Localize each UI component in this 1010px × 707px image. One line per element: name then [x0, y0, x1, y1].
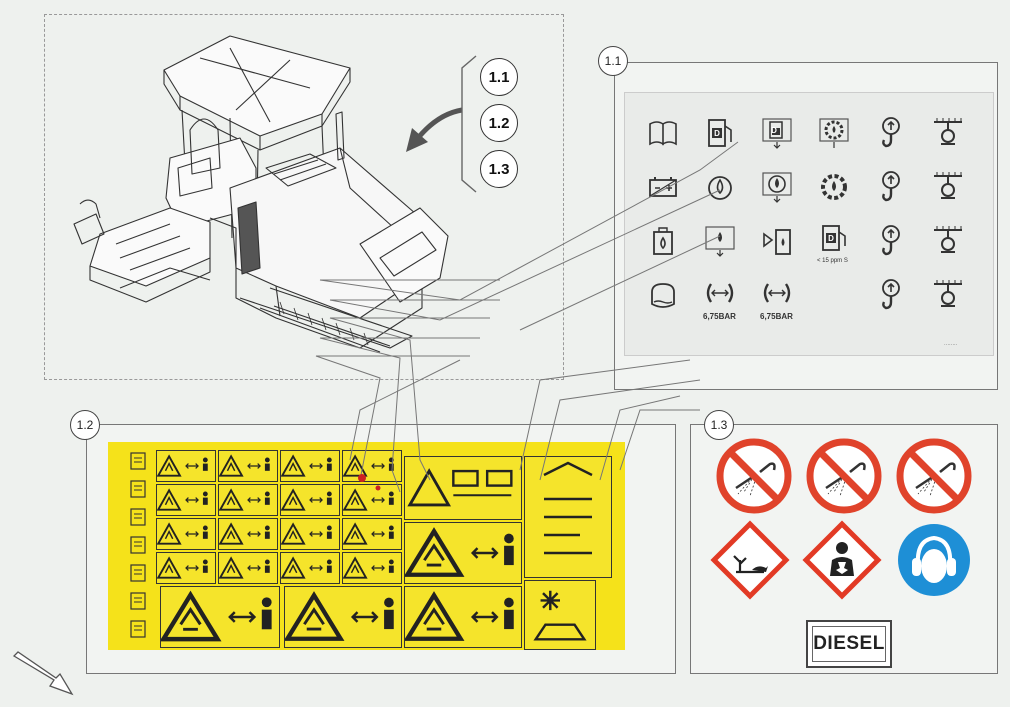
- icon-caption: < 15 ppm S: [817, 258, 848, 264]
- ear-protection-icon: [898, 524, 970, 596]
- crush-hazard-label: [404, 522, 522, 584]
- diesel-fill-icon: D: [760, 116, 794, 150]
- crush-hazard-label: [160, 586, 280, 648]
- diesel-fuel-ppm-icon: D: [817, 224, 851, 258]
- small-pictogram-icon: [128, 534, 148, 556]
- water-tank-icon: [646, 278, 680, 312]
- diesel-label-inner-border: [812, 626, 886, 662]
- warning-label: [342, 518, 402, 550]
- warning-label: [342, 484, 402, 516]
- blank: [817, 278, 851, 312]
- diesel-letter: D: [771, 126, 777, 135]
- lifting-hook-icon: [874, 170, 908, 204]
- icon-caption: 6,75BAR: [760, 312, 793, 321]
- no-spraying-sign-3: [894, 436, 974, 516]
- no-spraying-sign-2: [804, 436, 884, 516]
- gear-oil-icon: [817, 170, 851, 204]
- panel-1-2-callout[interactable]: 1.2: [70, 410, 100, 440]
- oil-drain-icon: [760, 170, 794, 204]
- overview-callout-1-2[interactable]: 1.2: [480, 104, 518, 142]
- warning-label: [280, 450, 340, 482]
- warning-label: [218, 450, 278, 482]
- crush-hazard-label: [404, 586, 522, 648]
- corner-arrow-icon: [12, 651, 74, 696]
- warning-label: [156, 484, 216, 516]
- small-pictogram-icon: [128, 618, 148, 640]
- warning-label: [280, 518, 340, 550]
- warning-label: [218, 552, 278, 584]
- hydraulic-drain-icon: [703, 224, 737, 258]
- panel-1-3-callout[interactable]: 1.3: [704, 410, 734, 440]
- small-pictogram-icon: [128, 562, 148, 584]
- hydraulic-filter-icon: [760, 224, 794, 258]
- warning-label: [156, 552, 216, 584]
- warning-label: [280, 484, 340, 516]
- tie-down-icon: [931, 224, 965, 258]
- diesel-fuel-pump-icon: D: [703, 116, 737, 150]
- no-spraying-icon: [896, 438, 972, 514]
- wear-ear-protection-sign: [896, 522, 972, 598]
- crush-hazard-label: [284, 586, 402, 648]
- battery-warning-label: [404, 456, 522, 520]
- health-hazard-icon: [802, 520, 882, 600]
- overview-callout-1-1[interactable]: 1.1: [480, 58, 518, 96]
- diesel-letter: D: [714, 129, 720, 138]
- operating-instructions-label: [524, 456, 612, 578]
- warning-label: [218, 518, 278, 550]
- tie-down-icon: [931, 170, 965, 204]
- tie-down-icon: [931, 278, 965, 312]
- icon-caption: 6,75BAR: [703, 312, 736, 321]
- oil-drop-icon: [703, 170, 737, 204]
- small-pictogram-icon: [128, 478, 148, 500]
- warning-label: [280, 552, 340, 584]
- no-spraying-sign-1: [714, 436, 794, 516]
- warning-label: [156, 450, 216, 482]
- hydraulic-tank-icon: [646, 224, 680, 258]
- no-spraying-icon: [806, 438, 882, 514]
- lifting-hook-icon: [874, 278, 908, 312]
- overview-callout-1-3[interactable]: 1.3: [480, 150, 518, 188]
- warning-label: [218, 484, 278, 516]
- lifting-hook-icon: [874, 224, 908, 258]
- environment-hazard-icon: [710, 520, 790, 600]
- small-pictogram-icon: [128, 506, 148, 528]
- lifting-hook-icon: [874, 116, 908, 150]
- manual-book-icon: [646, 116, 680, 150]
- no-spraying-icon: [716, 438, 792, 514]
- warning-label: [342, 450, 402, 482]
- warning-label: [156, 518, 216, 550]
- callout-bracket: [461, 55, 477, 193]
- asphalt-paver-drawing: [73, 35, 449, 353]
- small-pictogram-icon: [128, 590, 148, 612]
- ghs-health-hazard-sign: [802, 520, 882, 600]
- tie-down-icon: [931, 116, 965, 150]
- sheet-part-number: ········: [944, 342, 958, 348]
- diesel-letter: D: [828, 234, 834, 243]
- diesel-label: DIESEL: [806, 620, 892, 668]
- tire-pressure-icon: [703, 278, 737, 312]
- diesel-label-text: DIESEL: [813, 633, 885, 654]
- cold-weather-label: [524, 580, 596, 650]
- panel-1-1-callout[interactable]: 1.1: [598, 46, 628, 76]
- warning-label: [342, 552, 402, 584]
- battery-icon: [646, 170, 680, 204]
- small-pictogram-icon: [128, 450, 148, 472]
- tire-pressure-icon: [760, 278, 794, 312]
- ghs-environment-hazard-sign: [710, 520, 790, 600]
- oil-gear-icon: [817, 116, 851, 150]
